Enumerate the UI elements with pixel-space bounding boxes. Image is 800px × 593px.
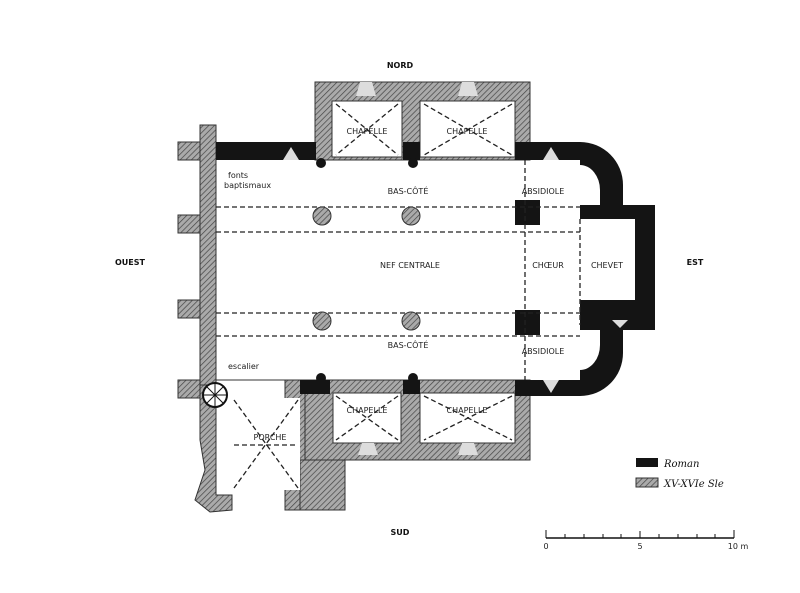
- label-chapel-sw: CHAPELLE: [347, 406, 388, 415]
- label-aisle-north: BAS-CÔTÉ: [388, 185, 429, 196]
- label-stair: escalier: [228, 362, 260, 371]
- scale-start: 0: [543, 542, 548, 551]
- label-east: EST: [687, 258, 704, 267]
- west-wall: [177, 124, 233, 513]
- label-south: SUD: [391, 528, 410, 537]
- label-nave: NEF CENTRALE: [380, 261, 440, 270]
- label-chapel-ne: CHAPELLE: [447, 127, 488, 136]
- label-porch: PORCHE: [254, 433, 287, 442]
- legend-later: XV-XVIe Sle: [663, 479, 724, 490]
- romanesque-walls: [216, 142, 655, 396]
- legend-roman: Roman: [663, 459, 699, 470]
- label-chapel-se: CHAPELLE: [447, 406, 488, 415]
- label-choir: CHŒUR: [532, 261, 564, 270]
- label-aisle-south: BAS-CÔTÉ: [388, 339, 429, 350]
- scale-mid: 5: [637, 542, 642, 551]
- label-apse-south: ABSIDIOLE: [522, 347, 565, 356]
- scale-end: 10 m: [728, 542, 749, 551]
- vault-lines: [216, 103, 581, 489]
- label-font-2: baptismaux: [224, 181, 271, 190]
- label-west: OUEST: [115, 258, 146, 267]
- label-apse-north: ABSIDIOLE: [522, 187, 565, 196]
- legend-swatch-later: [635, 477, 659, 488]
- north-chapels: [314, 81, 531, 161]
- south-chapels: [216, 379, 531, 511]
- legend-swatch-roman: [636, 458, 658, 467]
- label-chapel-nw: CHAPELLE: [347, 127, 388, 136]
- scale-bar: 0 5 10 m: [543, 530, 748, 551]
- label-north: NORD: [387, 61, 414, 70]
- label-chevet: CHEVET: [591, 261, 623, 270]
- label-font-1: fonts: [228, 171, 248, 180]
- spiral-stair-icon: [202, 382, 228, 408]
- legend: Roman XV-XVIe Sle: [635, 458, 724, 490]
- pillars: [312, 206, 421, 331]
